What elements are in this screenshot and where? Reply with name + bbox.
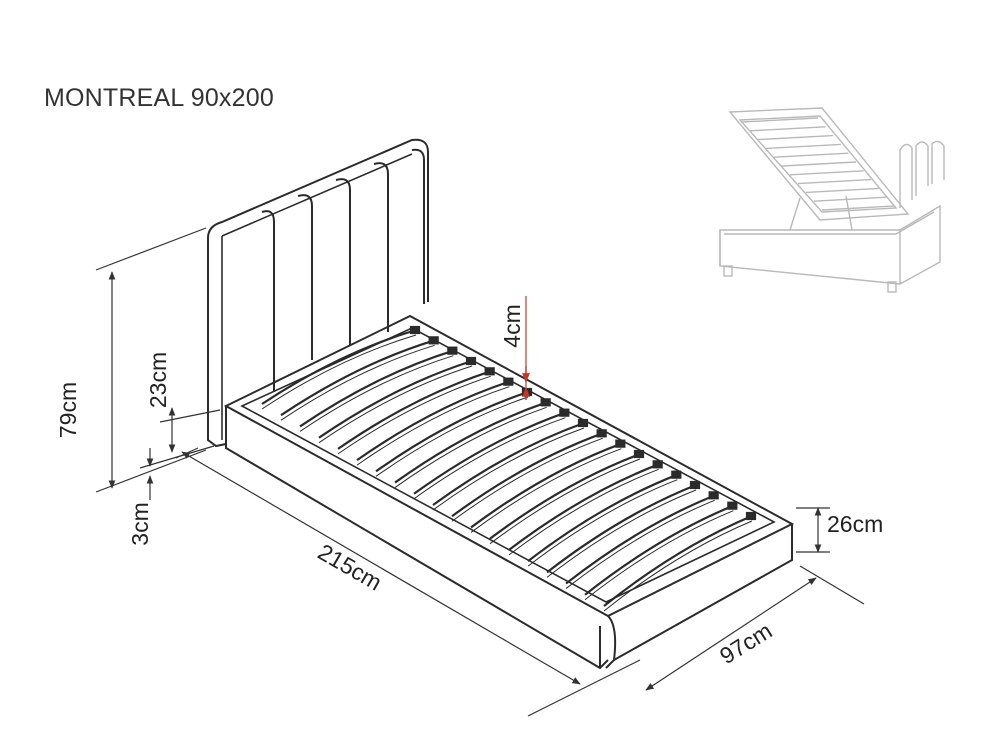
slat-holder bbox=[428, 336, 439, 345]
label-leg-height: 3cm bbox=[127, 502, 153, 545]
slat-holder bbox=[633, 449, 645, 459]
headboard-channel bbox=[373, 162, 389, 332]
slat-edge bbox=[413, 417, 566, 500]
slat-edge bbox=[280, 344, 435, 421]
headboard-channel bbox=[261, 210, 275, 392]
slat-holder bbox=[409, 325, 421, 335]
slat-holder bbox=[577, 418, 589, 428]
storage-bed-thumbnail bbox=[719, 107, 945, 293]
thumbnail-slat bbox=[757, 134, 834, 141]
slat-edge bbox=[432, 427, 585, 511]
label-headboard-gap: 23cm bbox=[145, 352, 171, 408]
slat-edge bbox=[603, 520, 753, 612]
slat-edge bbox=[337, 375, 491, 455]
headboard-channel bbox=[335, 178, 351, 346]
dim-width bbox=[645, 577, 817, 691]
slat-holder bbox=[615, 439, 626, 448]
slat-holder bbox=[447, 346, 458, 355]
slat-edge bbox=[375, 396, 529, 477]
slat-edge bbox=[261, 334, 417, 410]
headboard bbox=[207, 138, 429, 448]
slat bbox=[356, 380, 510, 462]
slat-holder bbox=[540, 398, 551, 407]
slat bbox=[546, 483, 697, 574]
dim-length bbox=[181, 451, 581, 685]
thumbnail-slat bbox=[773, 152, 849, 158]
slat bbox=[280, 339, 435, 417]
slat-edge bbox=[299, 355, 454, 432]
headboard-channel bbox=[411, 148, 425, 304]
slat-holder bbox=[708, 491, 719, 500]
thumbnail-slat bbox=[805, 187, 879, 194]
slat-holder bbox=[671, 470, 682, 479]
slat-holder bbox=[559, 408, 570, 417]
slat-edge bbox=[470, 448, 622, 533]
slat-holder bbox=[689, 480, 701, 490]
label-slat-depth: 4cm bbox=[499, 304, 525, 347]
thumbnail-slat bbox=[781, 161, 857, 167]
slat-holder bbox=[652, 460, 663, 469]
slat bbox=[299, 349, 454, 428]
slat bbox=[489, 452, 641, 540]
thumbnail-slat bbox=[789, 170, 864, 176]
thumbnail-slats bbox=[741, 117, 895, 211]
bed-frame bbox=[223, 314, 795, 670]
thumbnail-slat bbox=[797, 178, 872, 185]
slat bbox=[508, 463, 660, 551]
slat bbox=[527, 473, 678, 562]
slat bbox=[603, 514, 753, 607]
slat-holder bbox=[727, 501, 738, 510]
slat bbox=[432, 421, 585, 506]
slat bbox=[261, 328, 417, 405]
slat-edge bbox=[584, 510, 734, 601]
slat-holder bbox=[745, 511, 757, 521]
slat bbox=[584, 504, 734, 596]
slat-holder bbox=[521, 387, 533, 397]
slat-edge bbox=[565, 499, 715, 589]
label-total-height: 79cm bbox=[55, 382, 81, 438]
dimension-lines bbox=[95, 227, 865, 717]
slat bbox=[470, 442, 622, 529]
label-length: 215cm bbox=[314, 539, 387, 596]
slat bbox=[565, 494, 716, 585]
thumbnail-slat bbox=[741, 117, 819, 123]
slat-holder bbox=[596, 429, 607, 438]
headboard-left-edge bbox=[207, 238, 227, 448]
slat-edge bbox=[451, 437, 603, 522]
slat-holder bbox=[465, 356, 477, 366]
slat-holder bbox=[484, 367, 495, 376]
headboard-channel bbox=[297, 194, 313, 360]
thumbnail-slat bbox=[813, 196, 887, 202]
thumbnail-slat bbox=[749, 126, 826, 132]
thumbnail-slat bbox=[821, 205, 895, 211]
slat bbox=[318, 359, 473, 439]
slat-edge bbox=[318, 365, 473, 444]
thumbnail-slat bbox=[765, 143, 841, 150]
slat-holder bbox=[503, 377, 514, 386]
product-title: MONTREAL 90x200 bbox=[44, 84, 274, 112]
slat bbox=[337, 370, 492, 450]
slat bbox=[451, 432, 604, 518]
label-width: 97cm bbox=[715, 617, 776, 669]
headboard-outline bbox=[207, 138, 429, 302]
label-frame-height: 26cm bbox=[827, 511, 883, 537]
slat-edge bbox=[394, 406, 547, 488]
